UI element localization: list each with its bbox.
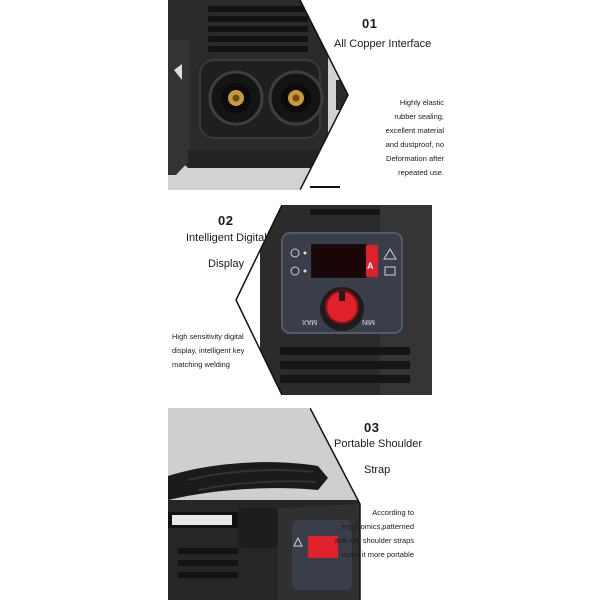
description-line: anti-slip shoulder straps [334, 536, 414, 545]
accent-underline [310, 186, 340, 188]
description-line: excellent material [385, 126, 444, 135]
title-line: Strap [364, 464, 391, 476]
title-line: Display [208, 258, 245, 270]
digital-display-photo [260, 205, 432, 395]
shoulder-strap-photo [168, 408, 360, 600]
diagonal-divider-2 [232, 205, 282, 395]
description-line: make it more portable [341, 550, 414, 559]
description-line: repeated use. [398, 168, 444, 177]
welder-strap-illustration [168, 408, 360, 600]
description-line: Highly elastic [399, 98, 444, 107]
diagonal-divider-3 [310, 408, 370, 600]
section-title: Intelligent Digital Display [186, 232, 276, 270]
diagonal-divider-1 [300, 0, 370, 190]
description-line: rubber sealing, [394, 112, 444, 121]
section-number: 01 [362, 16, 378, 31]
section-number: 02 [218, 213, 234, 228]
description-line: Deformation after [386, 154, 444, 163]
section-description: High sensitivity digital display, intell… [172, 330, 292, 372]
title-line: Portable Shoulder [334, 438, 423, 450]
description-line: High sensitivity digital [172, 332, 244, 341]
title-line: Intelligent Digital [186, 232, 267, 244]
welder-panel-illustration [260, 205, 432, 395]
section-title: All Copper Interface [334, 38, 432, 50]
max-label: MAX [302, 318, 318, 325]
min-label: MIN [362, 318, 375, 325]
description-line: and dustproof, no [385, 140, 444, 149]
description-line: matching welding [172, 360, 230, 369]
description-line: According to [372, 508, 414, 517]
unit-label: A [367, 261, 374, 271]
digital-screen [311, 244, 367, 278]
description-line: ergonomics,patterned [341, 522, 414, 531]
section-description: According to ergonomics,patterned anti-s… [322, 506, 414, 562]
section-description: Highly elastic rubber sealing, excellent… [334, 96, 444, 180]
section-number: 03 [364, 420, 380, 435]
description-line: display, intelligent key [172, 346, 245, 355]
section-title: Portable Shoulder Strap [334, 438, 444, 476]
